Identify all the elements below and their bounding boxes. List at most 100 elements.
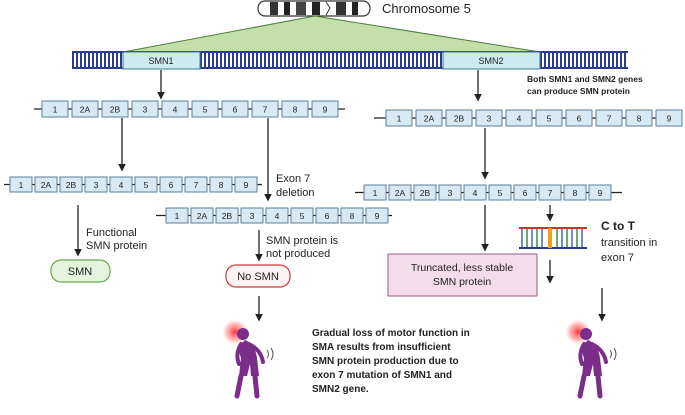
exon-label: 9 (375, 211, 380, 221)
functional-label-2: SMN protein (86, 240, 147, 252)
exon-box (625, 109, 653, 127)
exon-box (165, 207, 189, 224)
exon-box (463, 184, 487, 201)
exon-label: 5 (203, 105, 208, 115)
exon-label: 8 (219, 180, 224, 190)
exon-label: 6 (233, 105, 238, 115)
exon-box (315, 207, 339, 224)
exon-box (385, 109, 413, 127)
exon-label: 5 (144, 180, 149, 190)
exon-label: 1 (19, 180, 24, 190)
exon-label: 1 (53, 105, 58, 115)
not-produced-label-2: not produced (266, 248, 330, 260)
exon-label: 7 (548, 188, 553, 198)
weak-patient-figure-icon (564, 318, 617, 399)
exon-box (191, 100, 219, 118)
smn1-label: SMN1 (148, 56, 173, 66)
exon-box (365, 207, 389, 224)
exon7-deletion-label-2: deletion (276, 187, 315, 199)
exon-box (513, 184, 537, 201)
functional-label-1: Functional (86, 227, 137, 239)
c-to-t-title: C to T (601, 219, 636, 233)
exon-label: 9 (244, 180, 249, 190)
exon-label: 5 (547, 114, 552, 124)
exon-label: 8 (573, 188, 578, 198)
smn1-gene-box (122, 51, 201, 70)
exon-box (563, 184, 587, 201)
chromosome-label: Chromosome 5 (382, 1, 471, 16)
exon-label: 6 (169, 180, 174, 190)
truncated-protein-box (387, 253, 538, 297)
exon-label: 4 (473, 188, 478, 198)
exon-label: 1 (175, 211, 180, 221)
exon-box (438, 184, 462, 201)
exon-label: 2B (110, 105, 121, 115)
exon-box (595, 109, 623, 127)
exon-label: 2A (197, 211, 208, 221)
exon-box (84, 176, 108, 193)
truncated-label-2: SMN protein (433, 276, 492, 288)
exon-box (34, 176, 58, 193)
exon-box (161, 100, 189, 118)
exon-box (445, 109, 473, 127)
exon-label: 5 (300, 211, 305, 221)
exon-label: 9 (667, 114, 672, 124)
exon-label: 6 (523, 188, 528, 198)
exon-box (209, 176, 233, 193)
exon-label: 3 (94, 180, 99, 190)
loss-note-1: Gradual loss of motor function in (312, 328, 470, 339)
exon-box (415, 109, 443, 127)
exon-box (290, 207, 314, 224)
no-smn-box (225, 264, 291, 288)
exon-box (190, 207, 214, 224)
exon-label: 8 (637, 114, 642, 124)
exon-box (159, 176, 183, 193)
exon-box (265, 207, 289, 224)
exon-label: 4 (275, 211, 280, 221)
loss-note-4: exon 7 mutation of SMN1 and (312, 370, 452, 381)
exon-box (221, 100, 249, 118)
exon-label: 2A (424, 114, 435, 124)
exon-label: 4 (173, 105, 178, 115)
exon-box (9, 176, 33, 193)
exon-box (215, 207, 239, 224)
exon-box (538, 184, 562, 201)
smn2-label: SMN2 (478, 56, 503, 66)
exon-box (240, 207, 264, 224)
exon-box (535, 109, 563, 127)
exon-label: 1 (373, 188, 378, 198)
smn2-gene-box (442, 51, 541, 70)
exon-label: 3 (448, 188, 453, 198)
exon-label: 7 (263, 105, 268, 115)
exon-label: 6 (577, 114, 582, 124)
exon-box (588, 184, 612, 201)
exon-label: 2B (454, 114, 465, 124)
both-genes-note-2: can produce SMN protein (527, 86, 630, 96)
exon-box (388, 184, 412, 201)
exon-label: 2A (395, 188, 406, 198)
exon-label: 5 (498, 188, 503, 198)
chromosome-5 (257, 0, 371, 17)
exon-box (505, 109, 533, 127)
exon-label: 1 (397, 114, 402, 124)
exon7-deletion-label-1: Exon 7 (276, 173, 310, 185)
flow-arrows (74, 70, 606, 322)
exon-box (251, 100, 279, 118)
exon-box (131, 100, 159, 118)
exon-box (109, 176, 133, 193)
exon-box (71, 100, 99, 118)
exon-label: 9 (323, 105, 328, 115)
exon-label: 7 (607, 114, 612, 124)
exon-box (101, 100, 129, 118)
exon-label: 3 (143, 105, 148, 115)
exon-box (655, 109, 683, 127)
exon-box (234, 176, 258, 193)
exon-label: 7 (194, 180, 199, 190)
both-genes-note-1: Both SMN1 and SMN2 genes (527, 74, 643, 84)
exon-label: 3 (487, 114, 492, 124)
